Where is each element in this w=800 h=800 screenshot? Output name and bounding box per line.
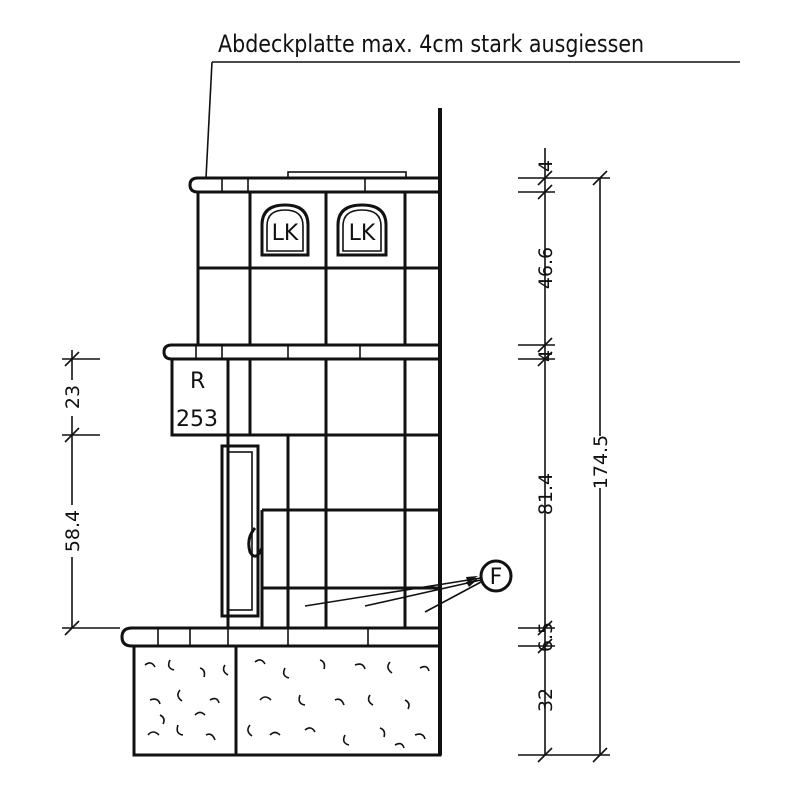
dim-lower-section: 81.4 bbox=[535, 473, 557, 515]
dim-radiator-offset: 58.4 bbox=[62, 510, 84, 552]
lk-label-left: LK bbox=[272, 221, 299, 246]
dim-cover-plate: 4 bbox=[535, 160, 557, 172]
lk-tile-left: LK bbox=[260, 203, 310, 257]
marker-f-label: F bbox=[490, 565, 503, 590]
firebox-door bbox=[220, 444, 264, 618]
right-dimensions: 4 46.6 4 81.4 6.5 32 174.5 bbox=[518, 148, 612, 763]
dim-total-height: 174.5 bbox=[590, 435, 612, 489]
upper-tile-section bbox=[196, 192, 440, 345]
radiator-label-r: R bbox=[190, 369, 205, 394]
left-dimensions: 23 58.4 bbox=[62, 350, 120, 636]
middle-ledge bbox=[162, 343, 442, 361]
top-cover-plate bbox=[188, 171, 442, 194]
lower-tile-section bbox=[226, 359, 440, 628]
cover-plate-note: Abdeckplatte max. 4cm stark ausgiessen bbox=[218, 31, 644, 59]
dim-upper-section: 46.6 bbox=[535, 247, 557, 289]
marker-f: F bbox=[304, 559, 513, 613]
radiator-label-box: R 253 bbox=[170, 357, 230, 437]
dim-foundation: 32 bbox=[535, 688, 557, 712]
dim-middle-ledge: 4 bbox=[535, 350, 557, 362]
foundation bbox=[132, 644, 442, 757]
base-slab bbox=[120, 626, 442, 648]
dim-base-slab: 6.5 bbox=[535, 622, 557, 652]
lk-label-right: LK bbox=[349, 221, 376, 246]
dim-radiator-height: 23 bbox=[62, 385, 84, 409]
radiator-label-number: 253 bbox=[176, 407, 218, 432]
lk-tile-right: LK bbox=[336, 203, 388, 257]
